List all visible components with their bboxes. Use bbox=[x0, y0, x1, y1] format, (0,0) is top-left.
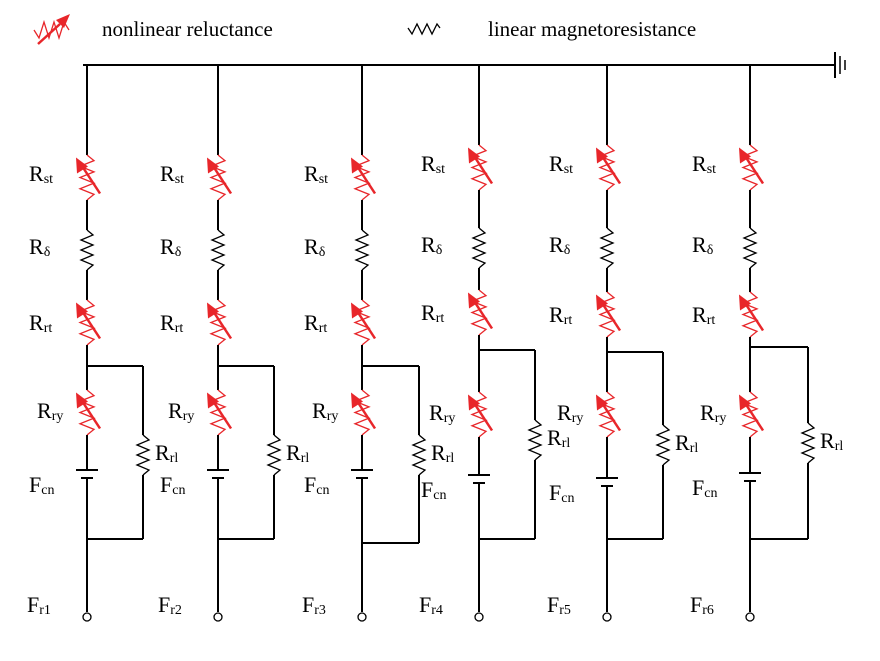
flux-terminal bbox=[82, 612, 92, 622]
airgap-reluctance bbox=[79, 229, 95, 271]
legend-linear-label: linear magnetoresistance bbox=[488, 17, 696, 41]
yoke-label: Rry bbox=[700, 400, 726, 426]
airgap-reluctance bbox=[471, 227, 487, 269]
leakage-reluctance bbox=[527, 419, 543, 461]
yoke-reluctance bbox=[739, 391, 765, 438]
yoke-reluctance bbox=[351, 389, 377, 436]
yoke-reluctance bbox=[76, 389, 102, 436]
leakage-label: Rrl bbox=[155, 440, 178, 466]
mmf-label: Fcn bbox=[160, 472, 185, 498]
stator-label: Rst bbox=[29, 161, 53, 187]
tooth-reluctance bbox=[468, 289, 494, 336]
tooth-label: Rrt bbox=[549, 302, 572, 328]
tooth-label: Rrt bbox=[304, 310, 327, 336]
tooth-label: Rrt bbox=[692, 302, 715, 328]
mmf-source bbox=[207, 469, 229, 479]
stator-label: Rst bbox=[549, 151, 573, 177]
flux-terminal bbox=[474, 612, 484, 622]
mmf-label: Fcn bbox=[549, 480, 574, 506]
flux-label: Fr2 bbox=[158, 592, 182, 618]
flux-label: Fr3 bbox=[302, 592, 326, 618]
flux-terminal bbox=[357, 612, 367, 622]
flux-terminal bbox=[745, 612, 755, 622]
mmf-source bbox=[351, 469, 373, 479]
leakage-reluctance bbox=[411, 434, 427, 476]
leakage-label: Rrl bbox=[431, 440, 454, 466]
mmf-label: Fcn bbox=[692, 475, 717, 501]
airgap-label: Rδ bbox=[692, 232, 714, 258]
tooth-label: Rrt bbox=[160, 310, 183, 336]
stator-reluctance bbox=[351, 154, 377, 201]
airgap-reluctance bbox=[354, 229, 370, 271]
nonlinear-reluctance-icon bbox=[33, 14, 70, 45]
stator-reluctance bbox=[207, 154, 233, 201]
stator-reluctance bbox=[76, 154, 102, 201]
stator-label: Rst bbox=[160, 161, 184, 187]
yoke-label: Rry bbox=[429, 400, 455, 426]
flux-label: Fr6 bbox=[690, 592, 714, 618]
tooth-reluctance bbox=[76, 299, 102, 346]
airgap-label: Rδ bbox=[29, 234, 51, 260]
airgap-reluctance bbox=[210, 229, 226, 271]
leakage-label: Rrl bbox=[820, 428, 843, 454]
leakage-reluctance bbox=[266, 434, 282, 476]
mmf-source bbox=[76, 469, 98, 479]
branches: RstRδRrtRryRrlFcnFr1RstRδRrtRryRrlFcnFr2… bbox=[27, 65, 843, 622]
tooth-reluctance bbox=[351, 299, 377, 346]
stator-reluctance bbox=[596, 144, 622, 191]
stator-label: Rst bbox=[304, 161, 328, 187]
top-bus bbox=[83, 52, 846, 78]
flux-label: Fr5 bbox=[547, 592, 571, 618]
mmf-label: Fcn bbox=[29, 472, 54, 498]
tooth-reluctance bbox=[739, 291, 765, 338]
yoke-reluctance bbox=[468, 391, 494, 438]
mmf-source bbox=[739, 472, 761, 482]
airgap-label: Rδ bbox=[421, 232, 443, 258]
leakage-reluctance bbox=[800, 422, 816, 464]
stator-reluctance bbox=[739, 144, 765, 191]
tooth-reluctance bbox=[207, 299, 233, 346]
yoke-reluctance bbox=[596, 391, 622, 438]
tooth-label: Rrt bbox=[29, 310, 52, 336]
flux-terminal bbox=[213, 612, 223, 622]
yoke-label: Rry bbox=[37, 398, 63, 424]
stator-label: Rst bbox=[692, 151, 716, 177]
flux-label: Fr1 bbox=[27, 592, 51, 618]
tooth-reluctance bbox=[596, 291, 622, 338]
leakage-label: Rrl bbox=[547, 425, 570, 451]
yoke-label: Rry bbox=[312, 398, 338, 424]
airgap-label: Rδ bbox=[304, 234, 326, 260]
leakage-label: Rrl bbox=[286, 440, 309, 466]
tooth-label: Rrt bbox=[421, 300, 444, 326]
yoke-label: Rry bbox=[557, 400, 583, 426]
airgap-reluctance bbox=[742, 227, 758, 269]
airgap-label: Rδ bbox=[160, 234, 182, 260]
yoke-reluctance bbox=[207, 389, 233, 436]
mmf-label: Fcn bbox=[421, 477, 446, 503]
yoke-label: Rry bbox=[168, 398, 194, 424]
mmf-label: Fcn bbox=[304, 472, 329, 498]
leakage-label: Rrl bbox=[675, 430, 698, 456]
stator-reluctance bbox=[468, 144, 494, 191]
linear-resistor-icon bbox=[407, 22, 441, 36]
stator-label: Rst bbox=[421, 151, 445, 177]
mmf-source bbox=[468, 474, 490, 484]
mmf-source bbox=[596, 477, 618, 487]
flux-terminal bbox=[602, 612, 612, 622]
ground-icon bbox=[834, 52, 846, 78]
airgap-reluctance bbox=[599, 227, 615, 269]
airgap-label: Rδ bbox=[549, 232, 571, 258]
legend: nonlinear reluctance linear magnetoresis… bbox=[33, 14, 696, 45]
legend-nonlinear-label: nonlinear reluctance bbox=[102, 17, 273, 41]
leakage-reluctance bbox=[655, 424, 671, 466]
leakage-reluctance bbox=[135, 434, 151, 476]
flux-label: Fr4 bbox=[419, 592, 443, 618]
